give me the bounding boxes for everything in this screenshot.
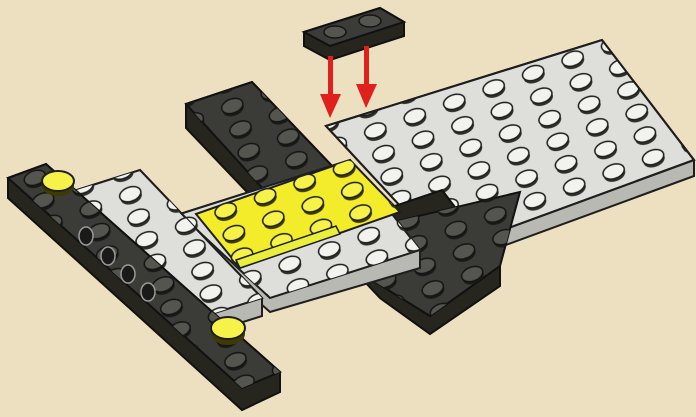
instruction-illustration: [0, 0, 696, 417]
